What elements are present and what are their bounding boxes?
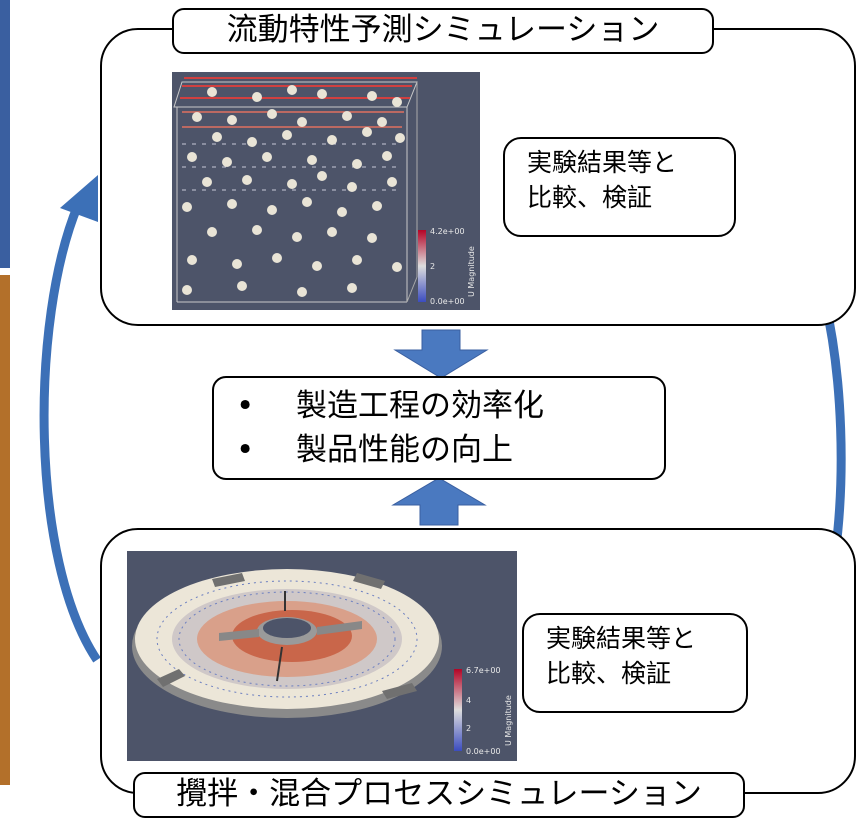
goal-item-text: 製造工程の効率化 (296, 388, 544, 424)
left-cycle-arrow (39, 203, 101, 663)
top-validation-note: 実験結果等と 比較、検証 (503, 137, 736, 237)
note-line: 比較、検証 (546, 659, 672, 688)
colorbar-min-label: 0.0e+00 (430, 297, 465, 306)
note-line: 実験結果等と (546, 624, 697, 653)
mixing-simulation-title: 攪拌・混合プロセスシミュレーション (133, 772, 745, 818)
colorbar-mid-low-label: 2 (466, 724, 471, 733)
colorbar-top (418, 230, 426, 302)
goal-item: • 製品性能の向上 (236, 428, 664, 472)
colorbar-axis-label: U Magnitude (504, 695, 513, 746)
mixing-simulation-image: 6.7e+00 4 2 0.0e+00 U Magnitude (127, 551, 517, 761)
left-cycle-arrowhead (60, 175, 98, 222)
colorbar-max-label: 6.7e+00 (466, 666, 501, 675)
bottom-validation-note: 実験結果等と 比較、検証 (522, 613, 748, 713)
bullet: • (236, 388, 255, 424)
colorbar-bottom (454, 669, 462, 751)
goal-box: • 製造工程の効率化 • 製品性能の向上 (212, 376, 666, 480)
particle-render: 4.2e+00 2 0.0e+00 U Magnitude (172, 72, 480, 310)
goal-item-text: 製品性能の向上 (296, 432, 513, 468)
down-block-arrow (393, 329, 489, 379)
bullet: • (236, 432, 255, 468)
mixer-render: 6.7e+00 4 2 0.0e+00 U Magnitude (127, 551, 517, 761)
goal-item: • 製造工程の効率化 (236, 384, 664, 428)
left-edge-strip-blue (0, 0, 10, 268)
left-edge-strip-orange (0, 275, 10, 785)
up-block-arrow (391, 477, 487, 526)
colorbar-max-label: 4.2e+00 (430, 227, 465, 236)
flow-simulation-title: 流動特性予測シミュレーション (172, 8, 714, 54)
colorbar-mid-high-label: 4 (466, 696, 471, 705)
flow-simulation-image: 4.2e+00 2 0.0e+00 U Magnitude (172, 72, 480, 310)
note-line: 比較、検証 (527, 183, 653, 212)
colorbar-min-label: 0.0e+00 (466, 747, 501, 756)
colorbar-mid-label: 2 (430, 262, 435, 271)
colorbar-axis-label: U Magnitude (467, 246, 476, 297)
note-line: 実験結果等と (527, 148, 678, 177)
